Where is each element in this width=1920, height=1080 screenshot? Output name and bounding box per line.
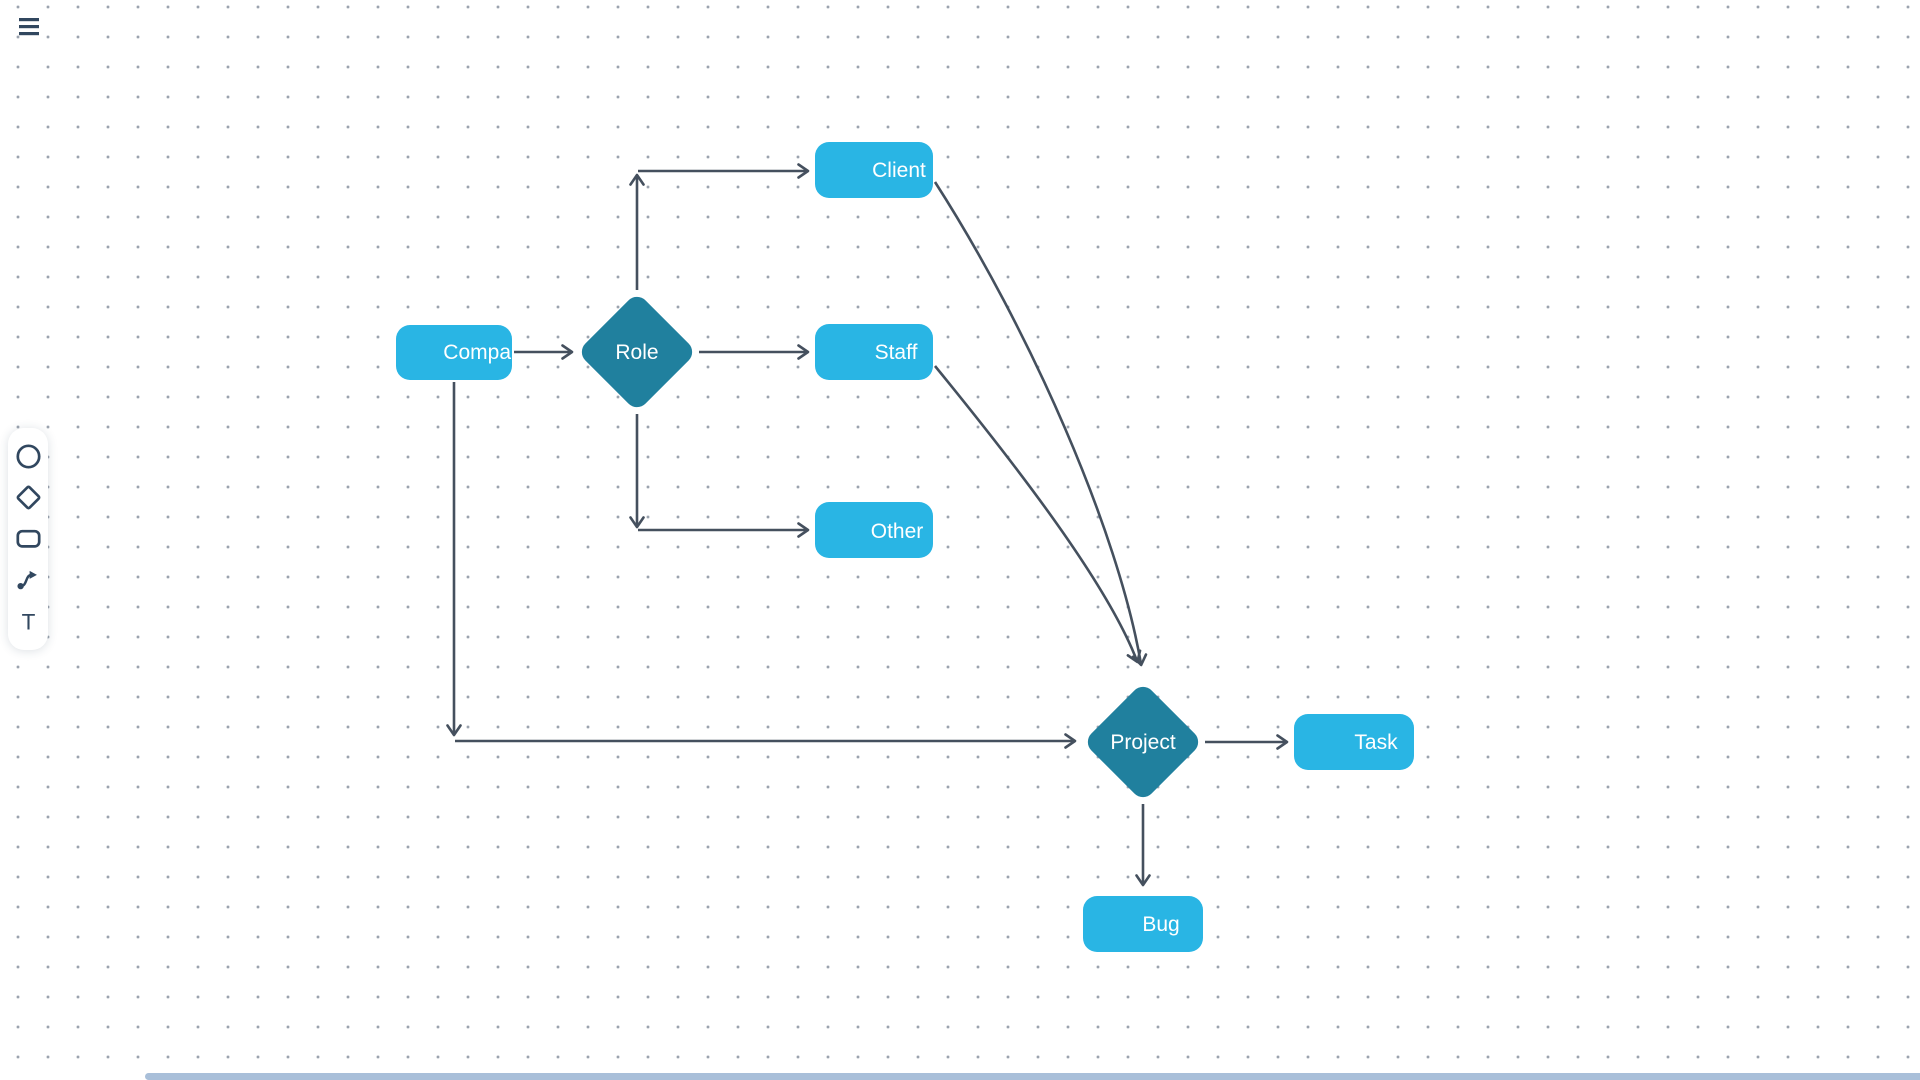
hamburger-icon [18, 16, 40, 37]
node-staff[interactable]: Staff [815, 324, 933, 380]
svg-text:Task: Task [1354, 731, 1398, 754]
node-task[interactable]: Task [1294, 714, 1414, 770]
svg-text:Client: Client [872, 159, 926, 182]
horizontal-scrollbar[interactable] [145, 1073, 1920, 1080]
node-client[interactable]: Client [815, 142, 933, 198]
ellipse-tool-button[interactable] [11, 439, 45, 473]
circle-icon [15, 443, 42, 470]
diamond-icon [15, 484, 42, 511]
svg-text:Project: Project [1110, 731, 1176, 754]
svg-text:Staff: Staff [875, 341, 918, 364]
edge-staff-project-curve[interactable] [933, 365, 1142, 664]
rectangle-tool-button[interactable] [11, 522, 45, 556]
text-tool-button[interactable]: T [11, 605, 45, 639]
node-project[interactable]: Project [1083, 682, 1203, 802]
diamond-tool-button[interactable] [11, 481, 45, 515]
connector-icon [15, 567, 42, 594]
svg-text:Role: Role [615, 341, 658, 364]
node-role[interactable]: Role [577, 292, 697, 412]
shape-toolbar: T [8, 428, 48, 650]
node-other[interactable]: Other [815, 502, 933, 558]
svg-text:Other: Other [871, 520, 924, 543]
svg-text:Compa: Compa [443, 341, 511, 364]
connector-tool-button[interactable] [11, 563, 45, 597]
hamburger-menu-button[interactable] [12, 10, 46, 42]
edge-client-project-curve[interactable] [933, 181, 1148, 667]
svg-text:Bug: Bug [1142, 913, 1179, 936]
text-icon: T [15, 608, 42, 635]
svg-text:T: T [21, 610, 35, 635]
rectangle-icon [15, 525, 42, 552]
edges [446, 163, 1289, 887]
node-company[interactable]: Compa [396, 325, 512, 380]
node-bug[interactable]: Bug [1083, 896, 1203, 952]
